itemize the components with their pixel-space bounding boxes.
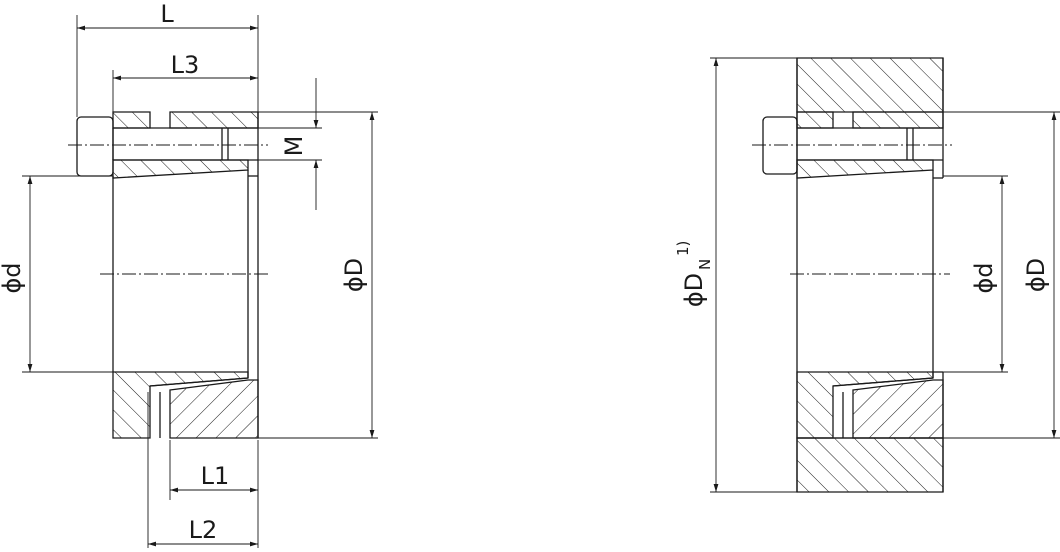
right-top-section (752, 111, 952, 179)
label-phi-DN-sub: N (696, 259, 714, 270)
label-L3: L3 (171, 51, 200, 79)
label-phi-DN-note: 1) (674, 241, 692, 256)
left-view: L L3 M ϕd ϕD L1 L2 (0, 0, 378, 548)
screw-head (76, 116, 114, 177)
label-phi-D-right: ϕD (1022, 258, 1050, 292)
label-L: L (160, 0, 174, 28)
right-view: ϕD N 1) ϕd ϕD (674, 57, 1060, 493)
label-phi-D-left: ϕD (340, 258, 368, 292)
left-top-section (68, 111, 268, 179)
label-L1: L1 (201, 462, 230, 490)
screw-head-right (762, 116, 798, 175)
label-L2: L2 (189, 516, 218, 544)
right-bottom-section (796, 371, 944, 439)
label-M: M (280, 136, 308, 157)
label-phi-d-left: ϕd (0, 262, 26, 293)
label-phi-DN: ϕD (680, 273, 708, 307)
label-phi-d-right: ϕd (970, 262, 998, 293)
left-bottom-section (112, 371, 259, 439)
